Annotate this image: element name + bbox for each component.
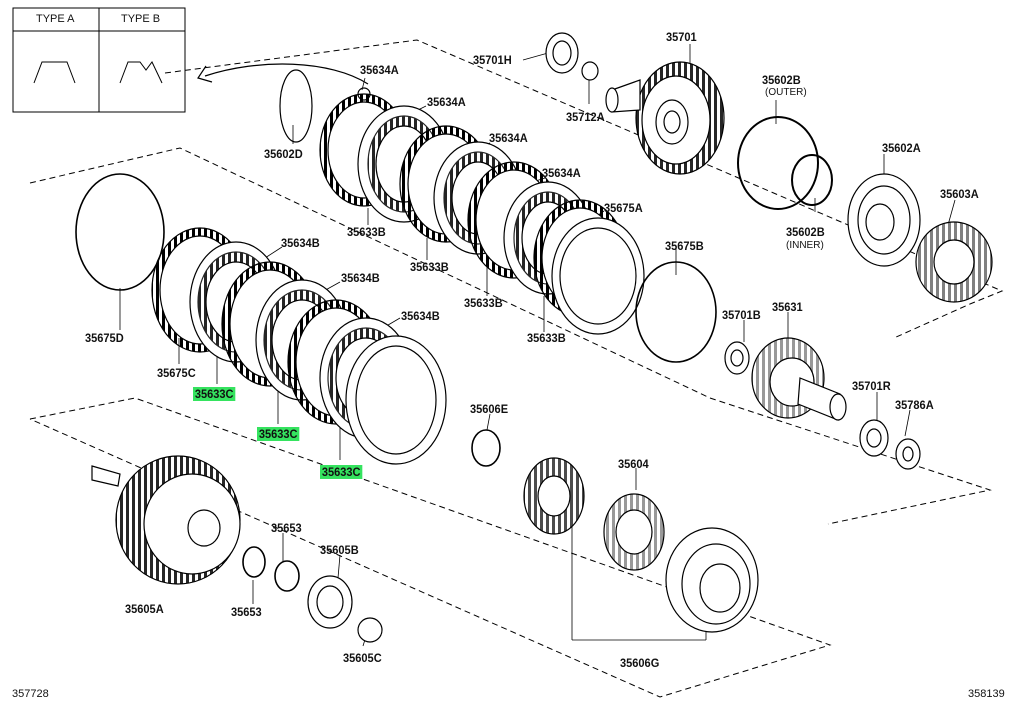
part-label-35602d[interactable]: 35602D xyxy=(264,147,303,161)
part-label-35701b[interactable]: 35701B xyxy=(722,308,761,322)
part-label-35633c-2[interactable]: 35633C xyxy=(257,427,300,441)
part-label-35634a-1[interactable]: 35634A xyxy=(360,63,399,77)
piston-35602a xyxy=(847,173,921,267)
part-label-35605b[interactable]: 35605B xyxy=(320,543,359,557)
type-legend-box xyxy=(12,7,186,113)
part-label-35602a[interactable]: 35602A xyxy=(882,141,921,155)
part-label-35634b-2[interactable]: 35634B xyxy=(341,271,380,285)
oring-35602b xyxy=(737,116,833,210)
part-label-35675b[interactable]: 35675B xyxy=(665,239,704,253)
part-label-35634a-4[interactable]: 35634A xyxy=(542,166,581,180)
part-label-35605c[interactable]: 35605C xyxy=(343,651,382,665)
part-label-35675a[interactable]: 35675A xyxy=(604,201,643,215)
part-label-35633b-1[interactable]: 35633B xyxy=(347,225,386,239)
part-label-35786a[interactable]: 35786A xyxy=(895,398,934,412)
drum-35701 xyxy=(605,61,725,175)
illustration-ref-right: 358139 xyxy=(968,688,1005,700)
part-label-35701h[interactable]: 35701H xyxy=(473,53,512,67)
part-label-35631[interactable]: 35631 xyxy=(772,300,803,314)
part-label-35633b-3[interactable]: 35633B xyxy=(464,296,503,310)
part-label-35653-b[interactable]: 35653 xyxy=(231,605,262,619)
part-label-35634a-3[interactable]: 35634A xyxy=(489,131,528,145)
part-label-35701r[interactable]: 35701R xyxy=(852,379,891,393)
illustration-ref-left: 357728 xyxy=(12,688,49,700)
spring-35603a xyxy=(915,221,993,303)
leader-lines xyxy=(119,44,956,647)
inner-note: (INNER) xyxy=(786,240,824,251)
middle-clutch-pack xyxy=(75,173,501,467)
part-label-35633b-4[interactable]: 35633B xyxy=(527,331,566,345)
part-label-35675d[interactable]: 35675D xyxy=(85,331,124,345)
part-label-35634b-3[interactable]: 35634B xyxy=(401,309,440,323)
part-label-35653-a[interactable]: 35653 xyxy=(271,521,302,535)
bearing-35701h xyxy=(545,32,599,81)
part-label-35604[interactable]: 35604 xyxy=(618,457,649,471)
part-label-35634b-1[interactable]: 35634B xyxy=(281,236,320,250)
part-label-35633c-1[interactable]: 35633C xyxy=(193,387,236,401)
outer-note: (OUTER) xyxy=(765,87,807,98)
part-label-35633c-3[interactable]: 35633C xyxy=(320,465,363,479)
legend-type-b: TYPE B xyxy=(121,13,161,25)
part-label-35675c[interactable]: 35675C xyxy=(157,366,196,380)
part-label-35602b-inner[interactable]: 35602B xyxy=(786,225,825,239)
part-label-35634a-2[interactable]: 35634A xyxy=(427,95,466,109)
part-label-35603a[interactable]: 35603A xyxy=(940,187,979,201)
section-outlines xyxy=(29,39,1004,698)
hub-35631 xyxy=(724,337,921,470)
legend-type-a: TYPE A xyxy=(36,13,75,25)
part-label-35605a[interactable]: 35605A xyxy=(125,602,164,616)
top-clutch-pack xyxy=(279,69,717,363)
lower-assembly xyxy=(91,455,759,643)
arrow-icon xyxy=(197,63,369,85)
part-label-35633b-2[interactable]: 35633B xyxy=(410,260,449,274)
part-label-35606g[interactable]: 35606G xyxy=(620,656,660,670)
part-label-35602b-outer[interactable]: 35602B xyxy=(762,73,801,87)
part-label-35606e[interactable]: 35606E xyxy=(470,402,509,416)
part-label-35701[interactable]: 35701 xyxy=(666,30,697,44)
part-label-35712a[interactable]: 35712A xyxy=(566,110,605,124)
